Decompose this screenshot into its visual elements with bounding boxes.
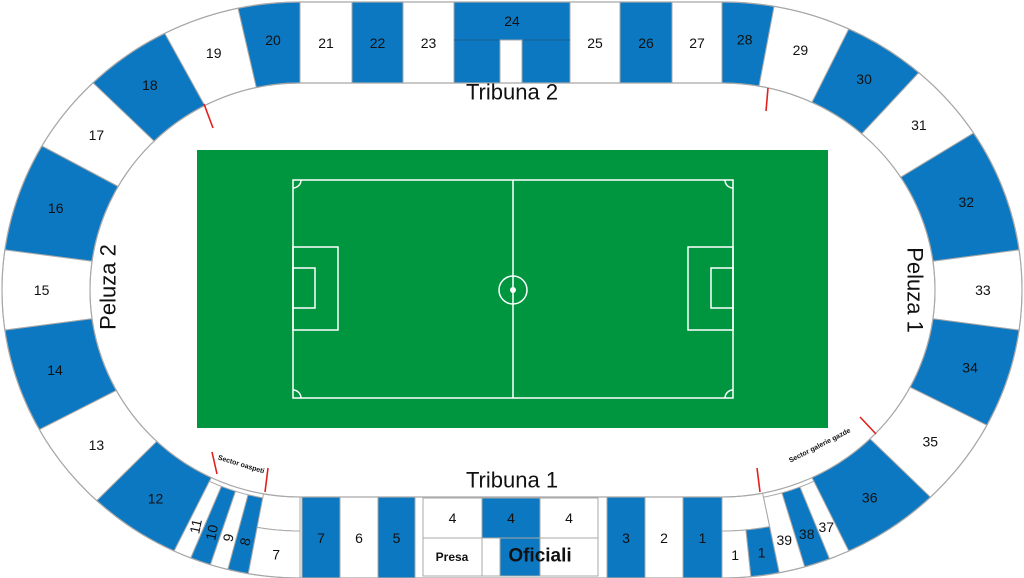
sector-oaspeti-label: Sector oaspeti <box>217 455 265 476</box>
center-circle <box>498 275 528 305</box>
sector-label: 9 <box>220 532 237 543</box>
peluza-2-label: Peluza 2 <box>96 244 121 330</box>
sector-label: 27 <box>689 35 705 51</box>
sector-label: 1 <box>731 547 739 563</box>
right-goal-box <box>710 267 734 309</box>
sector-label: 2 <box>660 530 668 546</box>
sector-label: 35 <box>923 433 939 449</box>
sector-label: 11 <box>186 517 205 535</box>
sector-label: 3 <box>622 530 630 546</box>
stadium-inner-outline <box>89 82 936 498</box>
sector-label: 16 <box>48 200 64 216</box>
sector-5[interactable] <box>377 496 416 578</box>
sector-label: 10 <box>202 523 221 542</box>
sector-label: 20 <box>265 32 281 48</box>
peluza-1-label: Peluza 1 <box>903 247 928 333</box>
sector-label: 37 <box>819 519 835 535</box>
corner-arc-top-right <box>724 179 734 189</box>
sector-label: 21 <box>318 35 334 51</box>
corner-arc-bottom-left <box>292 389 302 399</box>
sector-label: 4 <box>449 510 457 526</box>
sector-label: 7 <box>272 546 280 562</box>
sector-label: 8 <box>236 536 253 547</box>
sector-label: 5 <box>393 530 401 546</box>
presa-label: Presa <box>436 550 469 564</box>
sector-label: 15 <box>34 282 50 298</box>
sector-label: 25 <box>587 35 603 51</box>
sector-1-upper[interactable] <box>721 492 771 532</box>
divider-line <box>264 467 269 493</box>
sector-label: 14 <box>47 362 63 378</box>
sector-1[interactable] <box>682 496 723 578</box>
center-spot <box>510 287 516 293</box>
divider-line <box>859 416 877 435</box>
divider-line <box>756 467 761 493</box>
sector-label: 4 <box>507 510 515 526</box>
sector-label: 22 <box>370 35 386 51</box>
sector-4_mid[interactable] <box>481 497 541 539</box>
sector-label: 30 <box>856 71 872 87</box>
sector-label: 4 <box>565 510 573 526</box>
sector-label: 18 <box>142 77 158 93</box>
sector-label: 6 <box>355 530 363 546</box>
divider-lines <box>203 87 877 493</box>
sector-label: 36 <box>862 489 878 505</box>
sector-label: 19 <box>206 45 222 61</box>
tribuna-1-label: Tribuna 1 <box>466 468 558 493</box>
sector-7-upper[interactable] <box>256 493 301 532</box>
sector-label: 13 <box>89 437 105 453</box>
sector-label: 38 <box>799 526 815 542</box>
officials-box[interactable] <box>499 537 541 577</box>
sector-label: 1 <box>758 545 766 561</box>
sector-label: 24 <box>504 13 520 29</box>
sector-galerie-gazde-label: Sector galerie gazde <box>788 427 852 464</box>
sector-23[interactable] <box>402 1 455 84</box>
football-pitch <box>197 150 828 428</box>
sector-label: 1 <box>699 530 707 546</box>
sector-label: 34 <box>962 360 978 376</box>
left-goal-box <box>292 267 316 309</box>
sector-label: 33 <box>975 282 991 298</box>
sector-label: 7 <box>317 530 325 546</box>
sector-label: 17 <box>89 127 105 143</box>
press-box[interactable] <box>422 537 483 577</box>
divider-line <box>211 451 218 475</box>
officials-box-left[interactable] <box>481 537 501 577</box>
sector-24-gap <box>499 39 523 84</box>
sector-label: 32 <box>959 194 975 210</box>
sector-21[interactable] <box>299 1 353 84</box>
sector-label: 28 <box>737 31 753 47</box>
sector-label: 26 <box>638 35 654 51</box>
oficiali-label: Oficiali <box>508 546 571 567</box>
tribuna-2-label: Tribuna 2 <box>466 80 558 105</box>
sector-label: 39 <box>777 532 793 548</box>
divider-line <box>203 103 214 129</box>
corner-arc-top-left <box>292 179 302 189</box>
divider-line <box>765 87 769 112</box>
sector-label: 12 <box>148 491 164 507</box>
sector-label: 31 <box>911 117 927 133</box>
sector-22[interactable] <box>351 1 404 84</box>
officials-box-right[interactable] <box>539 537 599 577</box>
sector-label: 23 <box>421 35 437 51</box>
sector-27[interactable] <box>671 1 723 84</box>
corner-arc-bottom-right <box>724 389 734 399</box>
sector-label: 29 <box>793 42 809 58</box>
